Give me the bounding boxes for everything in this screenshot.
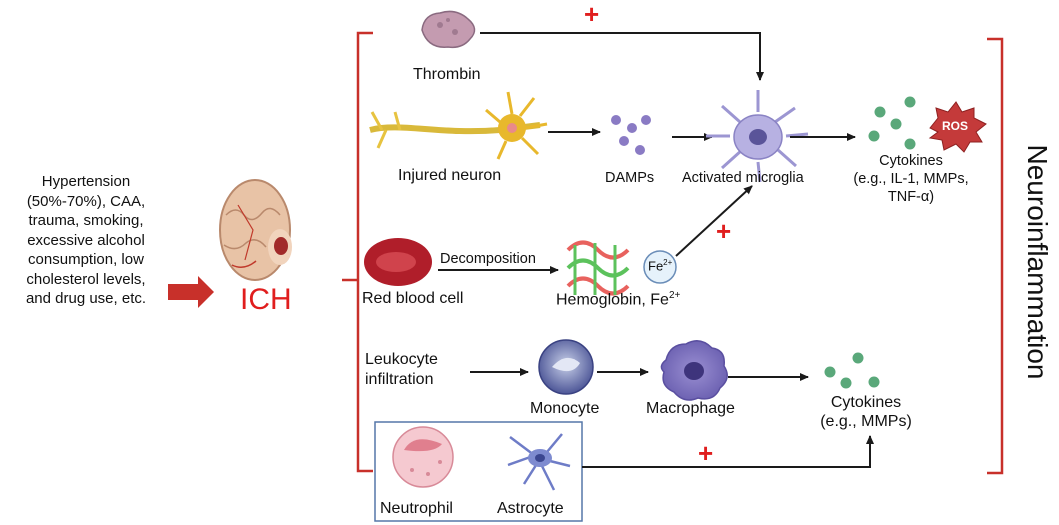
cytokine-dot: [852, 352, 864, 364]
damp-dot: [611, 115, 621, 125]
neutrophil-astrocyte-box: [374, 421, 583, 522]
brain-illustration: [219, 179, 292, 281]
cytokine-dot: [868, 376, 880, 388]
causes-line: (50%-70%), CAA,: [26, 192, 146, 210]
decomposition-label: Decomposition: [440, 251, 536, 267]
cytokine-dot: [904, 96, 916, 108]
box-to-cytokines-arrow: [582, 435, 874, 468]
monocyte-label: Monocyte: [530, 400, 600, 417]
thrombin-label: Thrombin: [413, 66, 481, 83]
red-blood-cell-label: Red blood cell: [362, 290, 464, 307]
hemoglobin-superscript: 2+: [668, 290, 681, 301]
injured-neuron-label: Injured neuron: [398, 167, 502, 184]
causes-line: Hypertension: [41, 173, 131, 190]
hemoglobin-text: Hemoglobin, Fe: [556, 291, 669, 309]
cytokine-dot: [840, 377, 852, 389]
cytokine-dot: [824, 366, 836, 378]
thrombin-arrow: [480, 32, 764, 81]
damp-dot: [635, 145, 645, 155]
cytokine-dot: [904, 138, 916, 150]
neuroinflammation-label: Neuroinflammation: [1022, 144, 1053, 380]
causes-line: excessive alcohol: [27, 231, 145, 249]
causes-text: Hypertension (50%-70%), CAA, trauma, smo…: [2, 172, 170, 309]
causes-line: and drug use, etc.: [25, 290, 147, 307]
fe-label: Fe2+: [648, 258, 672, 273]
fe-text: Fe: [648, 258, 664, 274]
damp-dot: [641, 115, 651, 125]
plus-sign: +: [698, 438, 714, 468]
ros-burst: [928, 101, 987, 153]
macrophage-label: Macrophage: [646, 400, 735, 417]
causes-line: trauma, smoking,: [28, 212, 144, 229]
fe-superscript: 2+: [663, 258, 673, 267]
fe-ion: [643, 250, 677, 284]
ich-label: ICH: [240, 283, 292, 316]
astrocyte-illustration: [507, 433, 571, 491]
leukocyte-label: Leukocyte: [365, 351, 438, 368]
neuron-illustration: [369, 91, 548, 160]
cytokines-label: Cytokines: [830, 394, 902, 411]
neutrophil-illustration: [392, 426, 454, 488]
astrocyte-label: Astrocyte: [497, 500, 564, 517]
left-bracket: [356, 31, 373, 473]
causes-line: consumption, low: [28, 251, 144, 268]
cytokine-dot: [890, 118, 902, 130]
plus-sign: +: [584, 0, 600, 29]
ros-label: ROS: [942, 119, 969, 133]
damps-label: DAMPs: [605, 170, 655, 186]
activated-microglia-label: Activated microglia: [682, 170, 804, 186]
damp-dot: [619, 136, 629, 146]
cytokines-examples-label: (e.g., IL-1, MMPs,: [853, 171, 969, 187]
damp-dot: [627, 123, 637, 133]
cytokines-examples-label: (e.g., MMPs): [820, 413, 912, 430]
macrophage-illustration: [660, 340, 728, 401]
cytokine-dot: [868, 130, 880, 142]
hemoglobin-illustration: [566, 240, 630, 296]
hemoglobin-label: Hemoglobin, Fe2+: [556, 290, 680, 309]
cytokines-label: Cytokines: [879, 153, 943, 169]
red-blood-cell-illustration: [364, 238, 432, 286]
cytokines-examples-label: TNF-α): [887, 189, 935, 205]
cytokine-dot: [874, 106, 886, 118]
cause-arrow: [168, 276, 214, 308]
monocyte-illustration: [538, 339, 594, 395]
causes-line: cholesterol levels,: [26, 270, 146, 288]
neutrophil-label: Neutrophil: [380, 500, 453, 517]
right-bracket: [987, 37, 1004, 475]
microglia-illustration: [706, 90, 809, 183]
plus-sign: +: [716, 216, 732, 246]
infiltration-label: infiltration: [365, 371, 434, 388]
fe-to-microglia-arrow: [675, 185, 753, 257]
thrombin-illustration: [421, 10, 476, 49]
